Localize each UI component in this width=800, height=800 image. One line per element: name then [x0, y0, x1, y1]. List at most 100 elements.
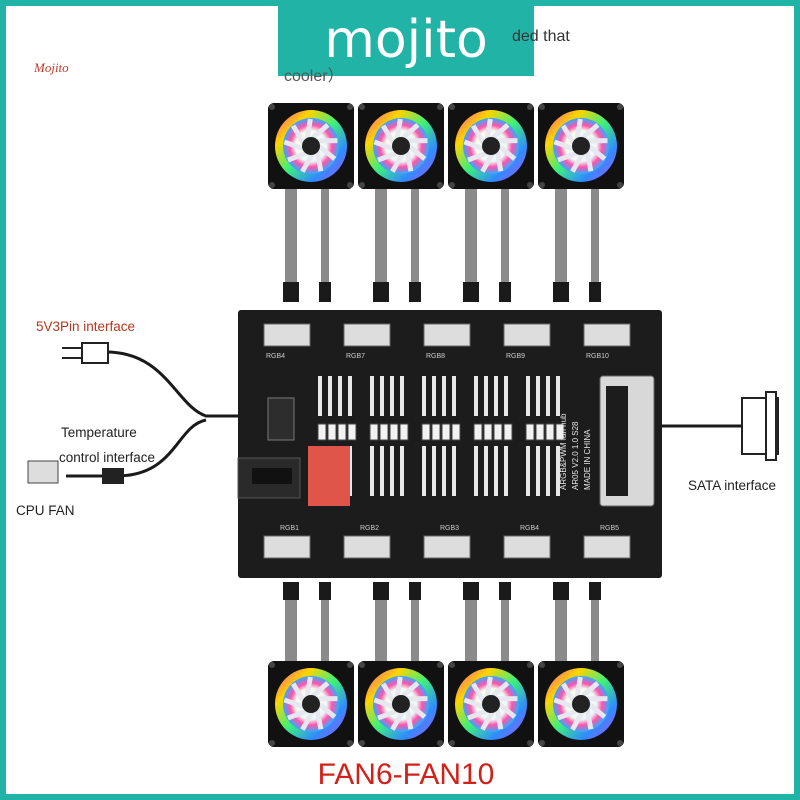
- header-pin: [380, 376, 384, 416]
- fan-blade: [377, 150, 398, 163]
- fan-bottom-2: [358, 661, 444, 747]
- fan-blade: [484, 676, 493, 698]
- top-caption-line1: ded that: [512, 28, 570, 45]
- fan-hub: [482, 695, 500, 713]
- header-socket: [431, 423, 441, 441]
- fan-cable-pwm: [285, 184, 297, 284]
- fan-top-4: [538, 103, 624, 189]
- header-pin: [494, 446, 498, 496]
- header-pin: [474, 446, 478, 496]
- fan-blade: [407, 144, 427, 161]
- header-socket: [389, 423, 399, 441]
- fan-mount-hole: [359, 740, 365, 746]
- fan-header-top: [583, 323, 631, 347]
- header-pin: [556, 446, 560, 496]
- fan-blade: [317, 144, 337, 161]
- watermark-brand: Mojito: [34, 60, 69, 75]
- header-pin: [504, 446, 508, 496]
- fan-plug: [319, 582, 331, 600]
- fan-hub-board: RGB4RGB1RGB7RGB2RGB8RGB3RGB9RGB4RGB10RGB…: [237, 310, 662, 578]
- header-pin: [422, 376, 426, 416]
- header-pin: [536, 446, 540, 496]
- fan-cable-rgb: [321, 588, 329, 670]
- header-label-top: RGB9: [506, 353, 525, 360]
- fan-blade: [574, 676, 583, 698]
- header-pin: [452, 446, 456, 496]
- fan-blade: [394, 676, 403, 698]
- header-pin: [442, 446, 446, 496]
- header-pin: [338, 376, 342, 416]
- fan-mount-hole: [347, 104, 353, 110]
- header-label-top: RGB10: [586, 353, 609, 360]
- header-pin: [526, 446, 530, 496]
- fan-blade: [494, 150, 504, 172]
- fan-plug: [553, 282, 569, 302]
- temperature-plug-icon: [102, 468, 124, 484]
- header-label-top: RGB7: [346, 353, 365, 360]
- header-pin: [422, 446, 426, 496]
- fan-top-1: [268, 103, 354, 189]
- fan-blade: [570, 710, 585, 731]
- fan-blade: [463, 139, 485, 152]
- fan-mount-hole: [539, 740, 545, 746]
- red-connector: [308, 446, 350, 506]
- fan-header-bottom: [263, 535, 311, 559]
- fan-plug: [589, 582, 601, 600]
- fan-hub: [392, 137, 410, 155]
- fan-header-top: [423, 323, 471, 347]
- header-pin: [318, 376, 322, 416]
- fan-blade: [494, 708, 504, 730]
- fan-header-bottom: [503, 535, 551, 559]
- fan-blade: [467, 150, 488, 163]
- fan-mount-hole: [539, 662, 545, 668]
- header-label-bottom: RGB5: [600, 525, 619, 532]
- fan-blade: [557, 150, 578, 163]
- fan-mount-hole: [527, 104, 533, 110]
- fan-blade: [400, 123, 420, 141]
- fan-top-2: [358, 103, 444, 189]
- fan-plug: [373, 582, 389, 600]
- fan-blade: [310, 681, 330, 699]
- fan-blade: [300, 710, 315, 731]
- fan-blade: [584, 150, 594, 172]
- fan-cable-rgb: [501, 184, 509, 284]
- fan-hub: [572, 695, 590, 713]
- fan-blade: [373, 697, 395, 710]
- header-pin: [504, 376, 508, 416]
- fan-blade: [381, 682, 396, 703]
- fan-plug: [589, 282, 601, 302]
- header-pin: [400, 376, 404, 416]
- label-5v3pin-interface: 5V3Pin interface: [36, 319, 136, 334]
- fan-blade: [471, 682, 486, 703]
- header-socket: [421, 423, 431, 441]
- header-socket: [483, 423, 493, 441]
- fan-mount-hole: [527, 182, 533, 188]
- fan-cable-pwm: [465, 588, 477, 670]
- fan-blade: [373, 139, 395, 152]
- fan-header-top: [263, 323, 311, 347]
- fan-blade: [570, 152, 585, 173]
- fan-mount-hole: [359, 662, 365, 668]
- fan-mount-hole: [269, 662, 275, 668]
- header-pin: [380, 446, 384, 496]
- fan-mount-hole: [359, 182, 365, 188]
- header-socket: [441, 423, 451, 441]
- fan-blade: [490, 681, 510, 699]
- fan-mount-hole: [269, 182, 275, 188]
- fan-blade: [584, 708, 594, 730]
- fan-blade: [463, 697, 485, 710]
- fan-blade: [304, 676, 313, 698]
- fans-group: [268, 103, 624, 747]
- fan-blade: [407, 702, 427, 719]
- fan-blade: [557, 708, 578, 721]
- fan-mount-hole: [617, 740, 623, 746]
- header-socket: [503, 423, 513, 441]
- fan-header-bottom: [343, 535, 391, 559]
- pin-plug-icon: [81, 342, 109, 364]
- fan-hub: [302, 695, 320, 713]
- fan-header-top: [343, 323, 391, 347]
- fan-blade: [310, 123, 330, 141]
- fan-cables: [283, 184, 601, 670]
- header-label-top: RGB8: [426, 353, 445, 360]
- bottom-title: FAN6-FAN10: [317, 758, 495, 791]
